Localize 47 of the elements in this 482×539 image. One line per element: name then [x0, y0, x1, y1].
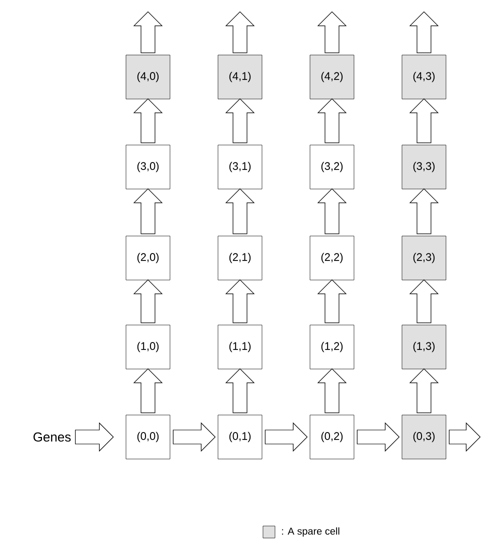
block-arrow: [264, 422, 308, 452]
block-arrow: [133, 279, 163, 324]
block-arrow: [317, 279, 347, 324]
block-arrow: [133, 11, 163, 54]
cell-box: (3,1): [218, 144, 262, 190]
block-arrow: [409, 11, 439, 54]
block-arrow: [133, 368, 163, 414]
cell-box: (2,0): [126, 236, 170, 280]
cell-box: (0,2): [310, 414, 354, 460]
label-text: Genes: [34, 432, 71, 442]
block-arrow: [448, 422, 481, 452]
block-arrow: [356, 422, 400, 452]
cell-box: (2,1): [218, 236, 262, 280]
cell-box: (3,0): [126, 144, 170, 190]
block-arrow: [225, 279, 255, 324]
cell-box: (1,1): [218, 324, 262, 370]
cell-box: (2,3): [402, 236, 446, 280]
block-arrow: [317, 188, 347, 234]
block-arrow: [317, 11, 347, 54]
block-arrow: [409, 98, 439, 144]
block-arrow: [409, 279, 439, 324]
cell-box: (1,3): [402, 324, 446, 370]
block-arrow: [133, 188, 163, 234]
cell-box: (4,3): [402, 54, 446, 100]
cell-box: (1,2): [310, 324, 354, 370]
block-arrow: [133, 98, 163, 144]
cell-box: (3,3): [402, 144, 446, 190]
block-arrow: [225, 98, 255, 144]
block-arrow: [172, 422, 216, 452]
block-arrow: [225, 188, 255, 234]
cell-box: (0,0): [126, 414, 170, 460]
cell-box: (4,2): [310, 54, 354, 100]
block-arrow: [317, 98, 347, 144]
block-arrow: [225, 11, 255, 54]
block-arrow: [75, 422, 114, 452]
legend-text: : A spare cell: [282, 527, 340, 537]
cell-box: (3,2): [310, 144, 354, 190]
block-arrow: [225, 368, 255, 414]
cell-box: (4,0): [126, 54, 170, 100]
cell-box: (4,1): [218, 54, 262, 100]
cell-box: (2,2): [310, 236, 354, 280]
block-arrow: [317, 368, 347, 414]
block-arrow: [409, 368, 439, 414]
block-arrow: [409, 188, 439, 234]
cell-box: (0,1): [218, 414, 262, 460]
cell-box: (1,0): [126, 324, 170, 370]
cell-box: (0,3): [402, 414, 446, 460]
